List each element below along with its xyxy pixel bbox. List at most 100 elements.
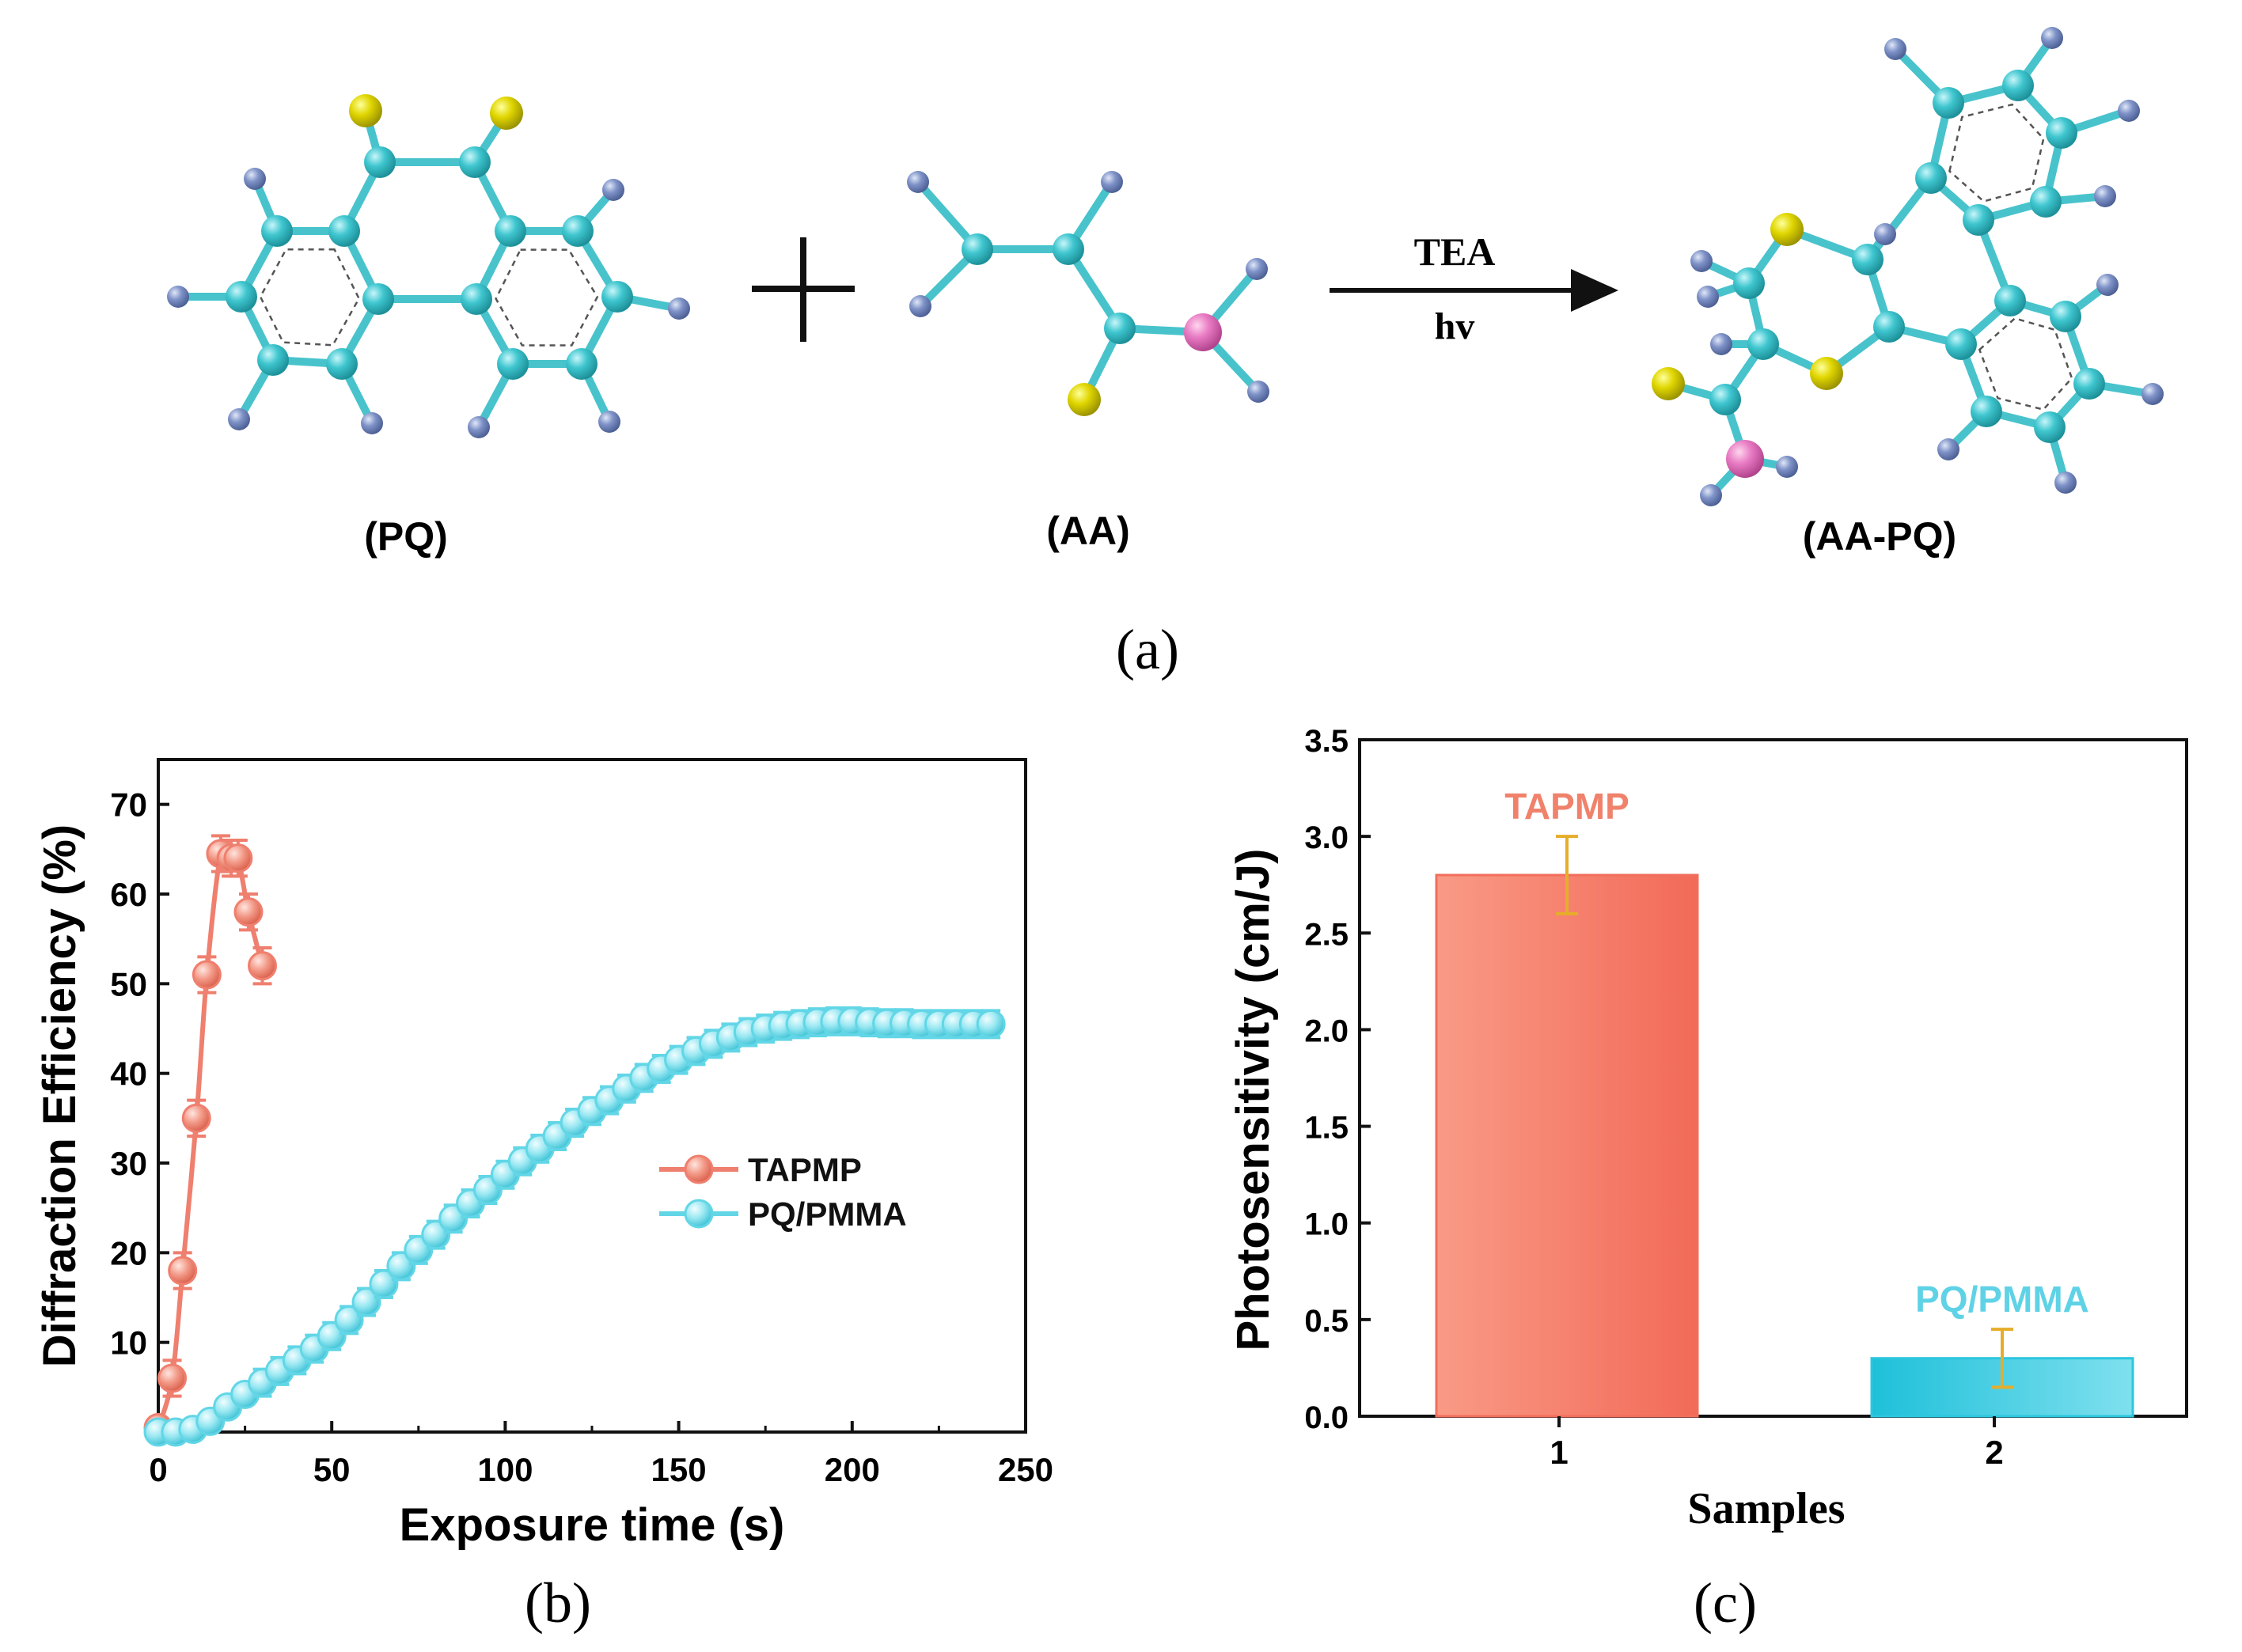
aa-pq-atom-H (1700, 484, 1722, 506)
y-tick-label-c: 3.5 (1304, 724, 1349, 759)
y-tick-label-b: 60 (110, 876, 147, 913)
y-tick-label-c: 1.0 (1304, 1207, 1349, 1242)
pq-atom-C (328, 215, 360, 247)
aa-pq-atom-H (1884, 38, 1906, 60)
data-point-TAPMP (157, 1363, 188, 1393)
pq-atom-H (668, 297, 690, 320)
aa-atom-H (1101, 171, 1123, 193)
panel-label-c: (c) (1694, 1571, 1757, 1635)
y-axis-label-c: Photosensitivity (cm/J) (1227, 849, 1279, 1351)
x-tick-label-b: 250 (998, 1451, 1053, 1488)
x-tick-label-b: 0 (149, 1451, 167, 1488)
molecule-label-aa-pq: (AA-PQ) (1803, 514, 1956, 559)
y-tick-label-c: 3.0 (1304, 820, 1349, 855)
pq-atom-H (167, 286, 189, 308)
aa-pq-atom-O (1770, 213, 1804, 246)
aa-pq-atom-O (1810, 357, 1843, 390)
plot-frame-b (157, 758, 1027, 1434)
legend-marker-TAPMP (684, 1154, 714, 1184)
aa-pq-atom-H (1697, 286, 1719, 308)
aa-pq-atom-H (1937, 438, 1959, 460)
pq-atom-C (364, 146, 396, 178)
aa-atom-O (1068, 383, 1101, 416)
aa-pq-atom-C (1994, 285, 2026, 316)
pq-atom-C (326, 348, 358, 380)
aa-pq-aromatic-ring (1978, 317, 2073, 411)
y-tick-label-c: 2.0 (1304, 1014, 1349, 1048)
data-point-TAPMP (233, 897, 264, 927)
pq-atom-C (562, 215, 594, 247)
y-tick-label-b: 70 (110, 786, 147, 824)
legend-marker-PQ/PMMA (684, 1199, 714, 1229)
aa-pq-atom-C (1709, 384, 1741, 415)
aa-pq-atom-C (1963, 204, 1994, 236)
aa-atom-N (1184, 313, 1222, 351)
aa-pq-atom-O (1652, 367, 1685, 400)
data-point-TAPMP (168, 1256, 198, 1286)
aa-atom-C (1104, 313, 1136, 344)
bars-c: TAPMP PQ/PMMA (1435, 786, 2134, 1418)
aa-pq-atom-C (1915, 162, 1947, 194)
aa-pq-atom-C (2073, 368, 2105, 400)
molecule-label-aa: (AA) (1046, 509, 1130, 553)
aa-atom-H (907, 171, 929, 193)
pq-atom-H (361, 412, 383, 434)
aa-pq-atom-H (1710, 333, 1732, 355)
y-tick-label-b: 20 (110, 1234, 147, 1271)
y-tick-label-c: 2.5 (1304, 917, 1349, 952)
legend-label: PQ/PMMA (748, 1195, 907, 1233)
aa-pq-atom-C (1733, 267, 1765, 299)
pq-atom-C (601, 281, 633, 313)
data-point-TAPMP (223, 843, 253, 873)
y-axis-label-b: Diffraction Efficiency (%) (34, 824, 85, 1367)
pq-atom-O (490, 97, 523, 130)
aa-pq-aromatic-ring (1948, 103, 2045, 203)
x-tick-label-b: 50 (313, 1451, 351, 1488)
data-point-PQ/PMMA (369, 1269, 399, 1299)
pq-aromatic-ring (259, 248, 361, 347)
x-tick-label-b: 100 (477, 1451, 533, 1488)
y-tick-label-b: 30 (110, 1145, 147, 1182)
y-tick-label-c: 0.5 (1304, 1304, 1349, 1339)
y-tick-label-b: 50 (110, 965, 147, 1002)
aa-pq-atom-C (1945, 328, 1977, 360)
pq-atom-O (349, 94, 382, 127)
pq-atom-C (226, 281, 257, 313)
x-axis-label-b: Exposure time (s) (400, 1499, 785, 1551)
pq-atom-H (244, 168, 266, 190)
legend-label: TAPMP (748, 1151, 862, 1188)
data-point-PQ/PMMA (351, 1287, 381, 1317)
pq-atom-H (598, 411, 620, 433)
aa-pq-atom-H (1874, 223, 1896, 245)
aa-atom-H (1247, 381, 1269, 403)
aa-pq-atom-C (1971, 396, 2002, 427)
x-tick-label-c: 2 (1985, 1434, 2003, 1471)
bar-1 (1435, 873, 1699, 1418)
y-tick-label-b: 40 (110, 1055, 147, 1093)
pq-atom-C (257, 344, 289, 376)
aa-pq-atom-C (1873, 311, 1905, 343)
pq-atom-H (228, 408, 250, 430)
aa-atom-C (1053, 233, 1084, 265)
aa-pq-atom-H (2054, 472, 2077, 494)
molecule-atoms (167, 27, 2164, 506)
data-point-PQ/PMMA (976, 1009, 1006, 1039)
series-line-TAPMP (156, 843, 265, 1429)
bar-label-2: PQ/PMMA (1915, 1279, 2089, 1320)
bar-label-1: TAPMP (1504, 786, 1629, 827)
aa-pq-atom-H (1690, 250, 1713, 272)
aa-pq-atom-C (2030, 186, 2062, 218)
data-point-TAPMP (192, 960, 222, 990)
pq-atom-H (468, 416, 490, 438)
reaction-arrow (1330, 269, 1618, 312)
arrow-condition-label: hv (1435, 305, 1475, 347)
aa-pq-atom-H (2096, 274, 2119, 296)
data-point-PQ/PMMA (334, 1305, 364, 1335)
pq-atom-C (261, 215, 293, 247)
aa-pq-atom-C (2046, 117, 2077, 149)
aa-pq-atom-C (1747, 328, 1779, 360)
aa-pq-atom-H (2094, 185, 2116, 207)
